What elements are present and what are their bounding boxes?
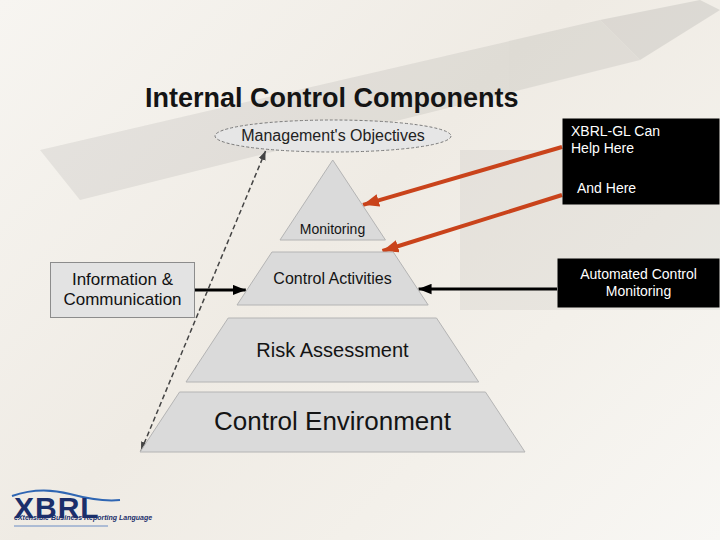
pyramid-band: Control Activities [237, 252, 428, 305]
logo-rule [14, 526, 108, 527]
node-text: And Here [577, 180, 707, 197]
red-arrow [382, 195, 562, 251]
node-text: Automated Control Monitoring [565, 266, 712, 300]
band-shape [280, 160, 385, 240]
node-text: Control Environment [140, 406, 525, 437]
node-text: Risk Assessment [186, 338, 479, 362]
band-shape [140, 392, 525, 452]
node-text: Management's Objectives [241, 126, 425, 145]
black-arrow [195, 289, 246, 292]
node-text: Control Activities [237, 269, 428, 288]
pen-tip [600, 0, 720, 60]
callout-box: XBRL-GL Can Help HereAnd Here [562, 118, 720, 205]
node-text: Monitoring [280, 221, 385, 238]
band-shape [237, 252, 428, 305]
ellipse-shape [215, 120, 451, 152]
black-arrow [419, 288, 557, 291]
node-text: XBRL-GL Can Help Here [571, 123, 685, 157]
diagram-title: Internal Control Components [145, 82, 519, 114]
pyramid-band: Risk Assessment [186, 318, 479, 382]
box-shape [558, 259, 720, 308]
callout-box: Automated Control Monitoring [557, 258, 720, 308]
pyramid-band: Control Environment [140, 392, 525, 452]
callout-box: Information & Communication [50, 262, 195, 318]
logo-subtitle: eXtensible Business Reporting Language [14, 514, 152, 522]
box-shape [563, 119, 720, 205]
band-shape [186, 318, 479, 382]
box-shape [51, 263, 195, 318]
objective-ellipse: Management's Objectives [214, 119, 452, 153]
node-text: Information & Communication [58, 270, 187, 311]
red-arrow [363, 147, 562, 205]
pyramid-band: Monitoring [280, 160, 385, 240]
